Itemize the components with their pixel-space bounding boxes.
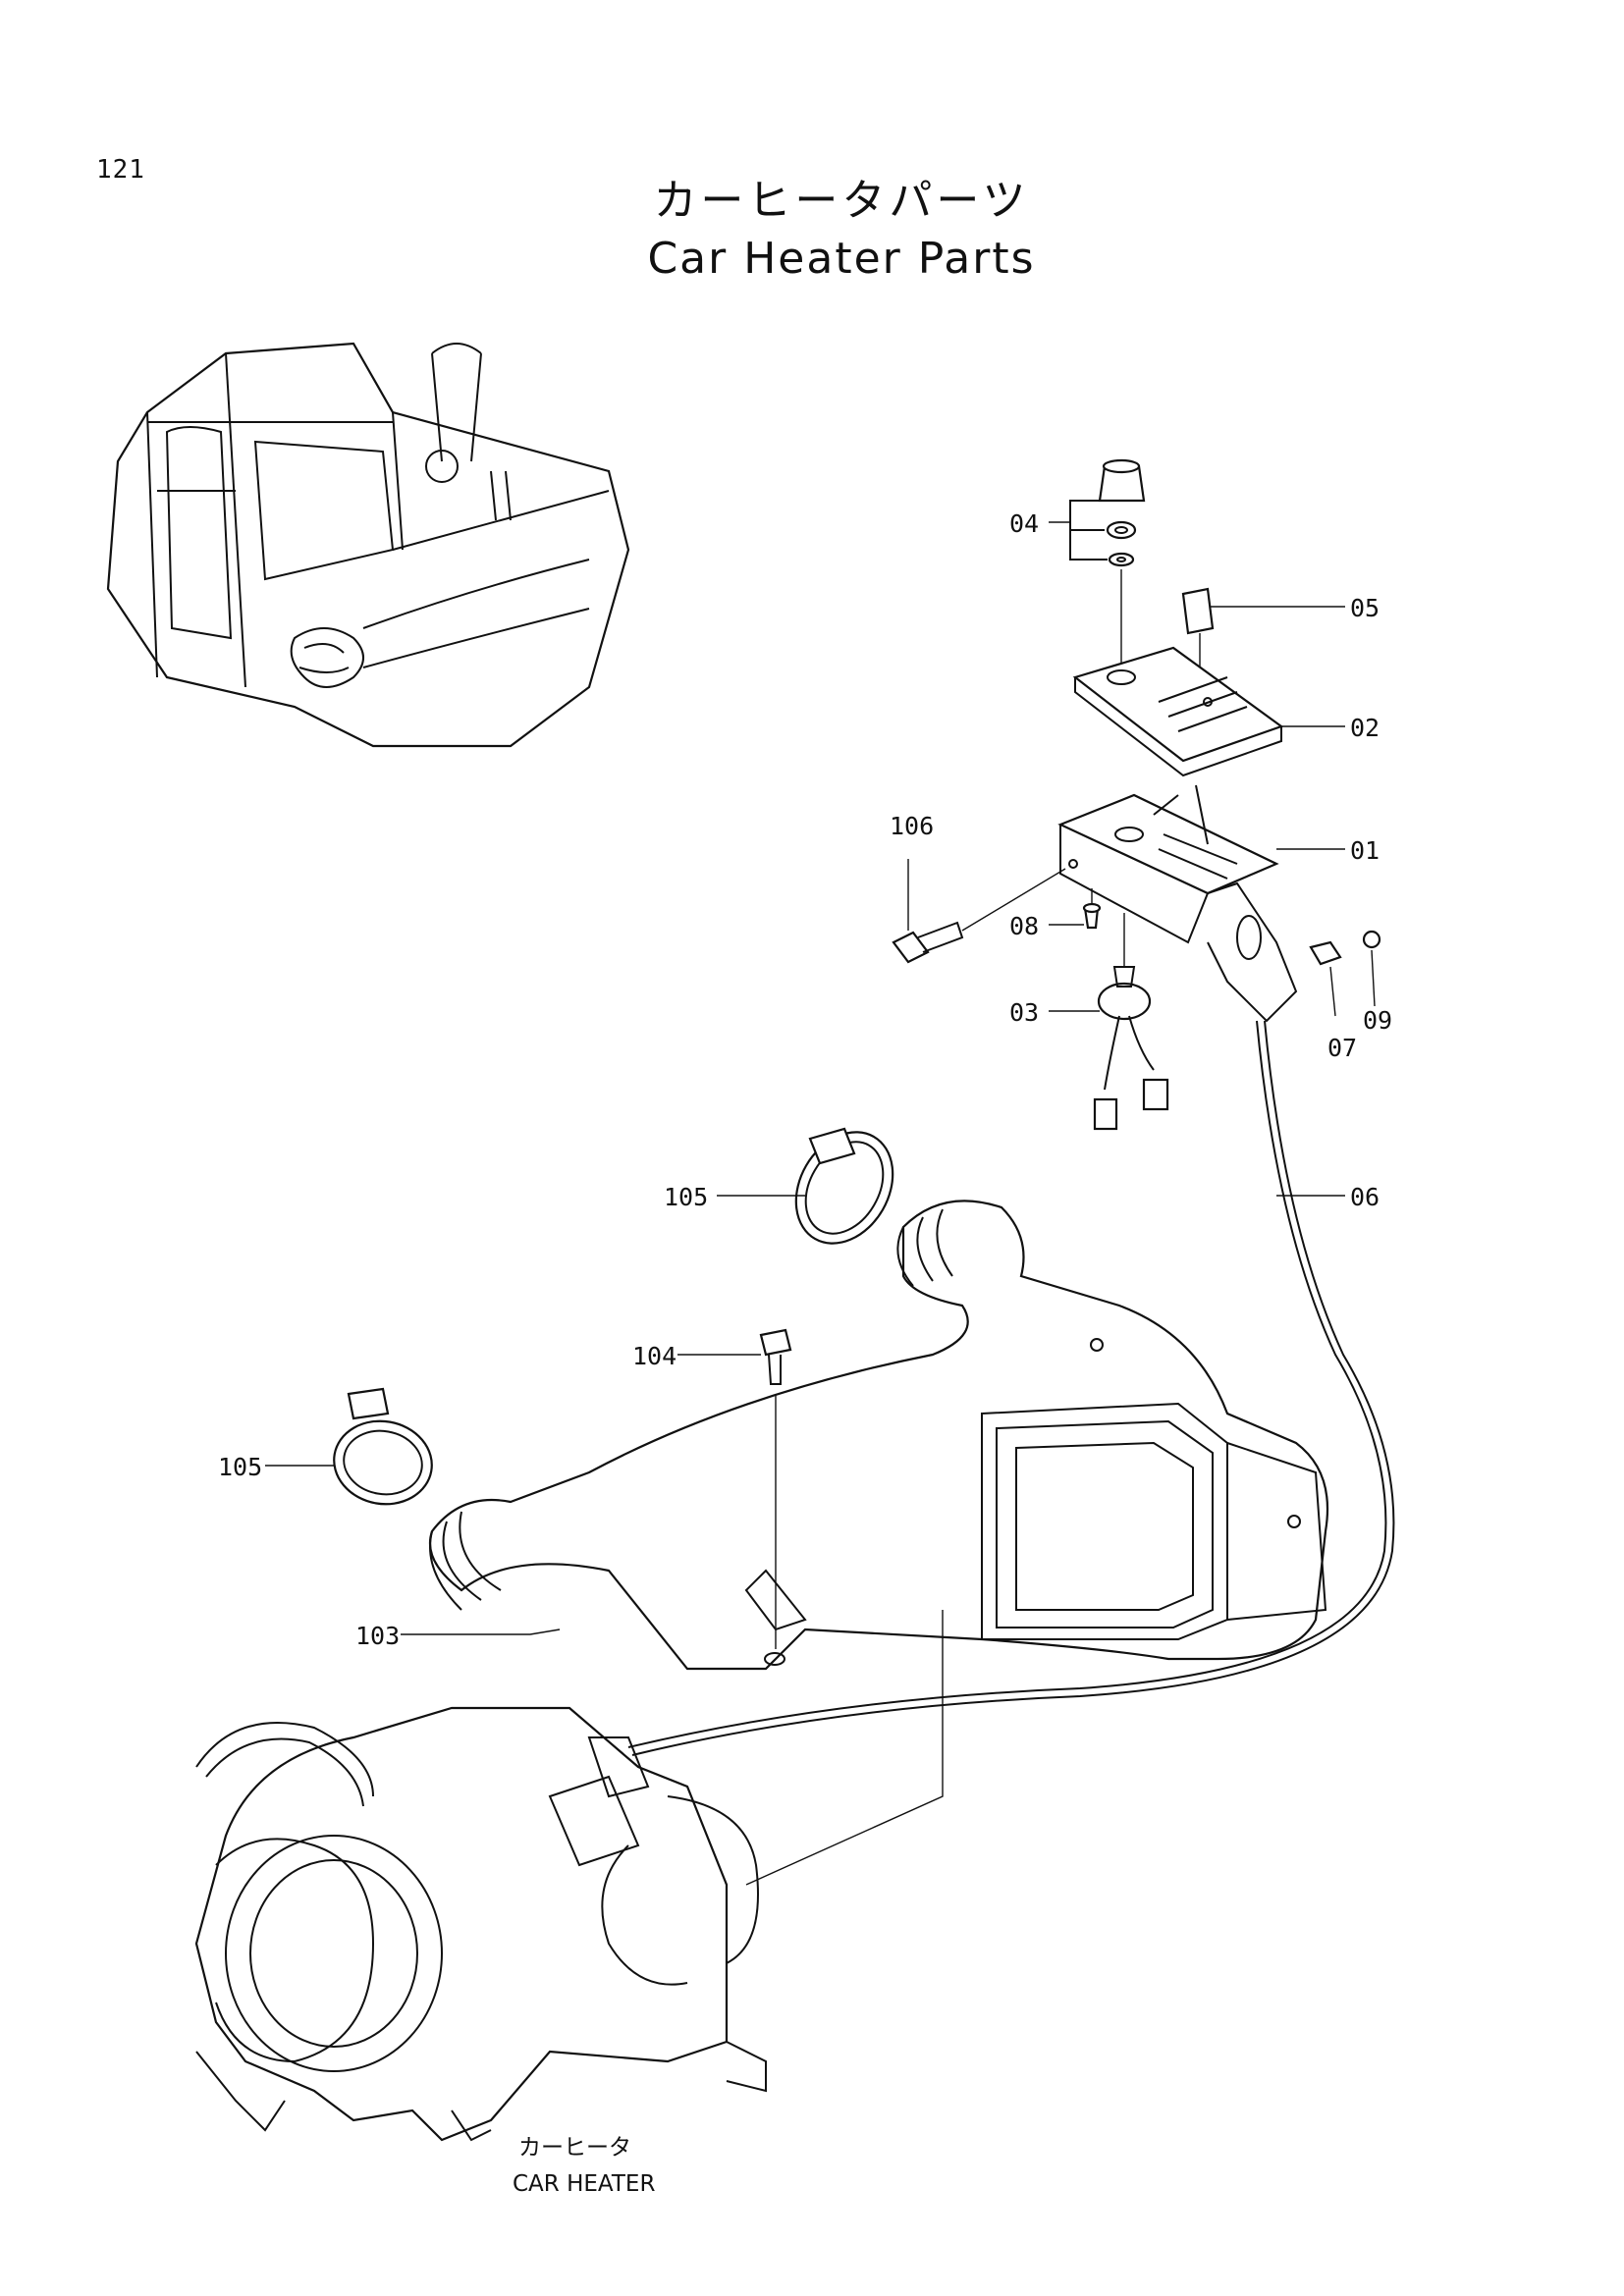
part-104-bolt — [759, 1328, 792, 1649]
callout-09: 09 — [1363, 1006, 1392, 1035]
caption-car-heater-english: CAR HEATER — [513, 2171, 655, 2197]
part-08-screw — [1082, 888, 1102, 930]
callout-105-upper: 105 — [664, 1183, 708, 1211]
callout-103: 103 — [355, 1622, 400, 1650]
caption-car-heater-japanese: カーヒータ — [518, 2135, 631, 2161]
part-105-hose-clamp-lower — [333, 1387, 433, 1506]
callout-05: 05 — [1350, 594, 1380, 622]
part-01-bracket — [1057, 784, 1298, 1023]
part-02-control-panel — [1072, 646, 1284, 777]
page-title-japanese: カーヒータパーツ — [653, 176, 1030, 226]
part-07-clip — [1309, 940, 1342, 1017]
callout-104: 104 — [632, 1342, 677, 1370]
leader-lines — [265, 521, 1345, 1635]
part-09-screw — [1362, 930, 1381, 1007]
part-03-switch — [1093, 913, 1169, 1131]
callout-07: 07 — [1327, 1034, 1357, 1062]
part-103-duct — [428, 1200, 1329, 1671]
callout-01: 01 — [1350, 836, 1380, 865]
page-number: 121 — [96, 155, 145, 185]
callout-02: 02 — [1350, 714, 1380, 742]
part-04-knob-assembly — [1069, 458, 1146, 667]
callout-06: 06 — [1350, 1183, 1380, 1211]
callout-106: 106 — [890, 812, 934, 840]
page-title-english: Car Heater Parts — [647, 234, 1036, 284]
callout-08: 08 — [1009, 912, 1039, 940]
part-105-hose-clamp-upper — [794, 1127, 894, 1245]
excavator-cab-illustration — [106, 342, 630, 748]
part-106-bolt — [892, 868, 1066, 964]
car-heater-unit — [194, 1610, 944, 2142]
callout-03: 03 — [1009, 998, 1039, 1027]
part-06-cable — [627, 1020, 1395, 1756]
callout-105-lower: 105 — [218, 1453, 262, 1481]
callout-04: 04 — [1009, 509, 1039, 538]
